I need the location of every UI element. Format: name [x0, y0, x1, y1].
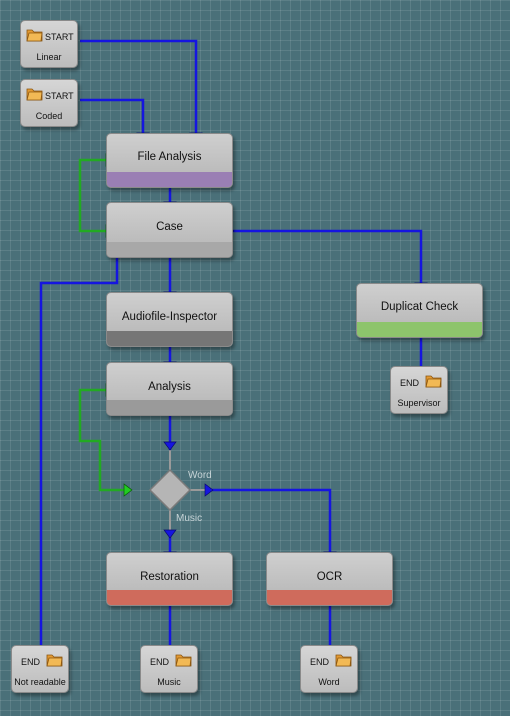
terminal-name: Supervisor — [397, 398, 441, 408]
terminal-name: Linear — [36, 52, 62, 62]
end-terminal-word[interactable]: END Word — [300, 645, 358, 693]
node-status-bar — [107, 172, 232, 187]
folder-icon — [335, 654, 352, 667]
node-label: Audiofile-Inspector — [121, 311, 218, 323]
decision-label-music: Music — [176, 513, 203, 524]
terminal-kind: START — [45, 91, 74, 101]
node-ocr[interactable]: OCR — [266, 552, 393, 606]
node-audiofile-inspector[interactable]: Audiofile-Inspector — [106, 292, 233, 347]
folder-icon — [175, 654, 192, 667]
terminal-name: Coded — [35, 111, 63, 121]
node-label: Analysis — [148, 381, 191, 393]
node-file-analysis[interactable]: File Analysis — [106, 133, 233, 188]
node-status-bar — [357, 322, 482, 337]
end-terminal-supervisor[interactable]: END Supervisor — [390, 366, 448, 414]
node-status-bar — [107, 242, 232, 257]
end-terminal-music[interactable]: END Music — [140, 645, 198, 693]
start-terminal-linear[interactable]: START Linear — [20, 20, 78, 68]
node-case[interactable]: Case — [106, 202, 233, 258]
edge-case-loop-to-file-analysis — [78, 158, 108, 233]
terminal-kind: END — [150, 657, 170, 667]
node-status-bar — [267, 590, 392, 605]
terminal-kind: END — [400, 378, 420, 388]
node-label: File Analysis — [137, 151, 202, 163]
folder-icon — [26, 88, 43, 101]
node-duplicat-check[interactable]: Duplicat Check — [356, 283, 483, 338]
edge-linear-to-file-analysis — [80, 39, 198, 133]
node-label: OCR — [316, 571, 343, 583]
terminal-name: Word — [318, 677, 340, 687]
node-label: Duplicat Check — [380, 301, 459, 313]
folder-icon — [425, 375, 442, 388]
decision-label-word: Word — [188, 470, 212, 481]
node-analysis[interactable]: Analysis — [106, 362, 233, 416]
terminal-name: Not readable — [14, 677, 66, 687]
edge-decision-to-ocr — [209, 488, 332, 552]
terminal-kind: END — [310, 657, 330, 667]
folder-icon — [26, 29, 43, 42]
terminal-kind: END — [21, 657, 41, 667]
edge-coded-to-file-analysis — [80, 98, 145, 133]
node-restoration[interactable]: Restoration — [106, 552, 233, 606]
node-label: Case — [156, 221, 183, 233]
decision-diamond — [148, 468, 192, 512]
start-terminal-coded[interactable]: START Coded — [20, 79, 78, 127]
node-status-bar — [107, 331, 232, 346]
node-status-bar — [107, 400, 232, 415]
folder-icon — [46, 654, 63, 667]
terminal-name: Music — [157, 677, 181, 687]
node-label: Restoration — [140, 571, 199, 583]
end-terminal-not-readable[interactable]: END Not readable — [11, 645, 69, 693]
edge-case-to-duplicat-check — [233, 229, 423, 283]
node-status-bar — [107, 590, 232, 605]
terminal-kind: START — [45, 32, 74, 42]
